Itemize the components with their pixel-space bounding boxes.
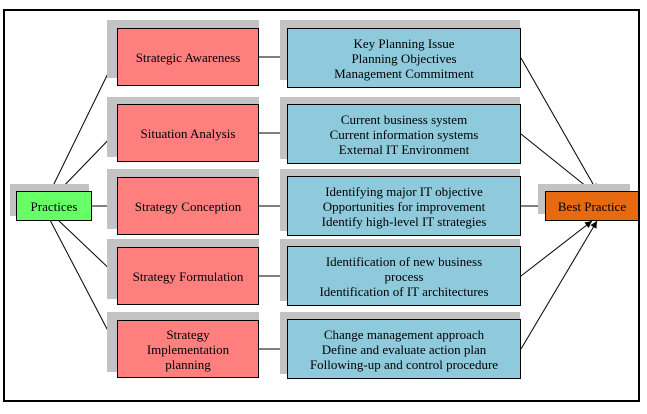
detail-text: Identifying major IT objective Opportuni… bbox=[321, 183, 487, 229]
arrow-detail4-to-best bbox=[520, 220, 593, 277]
arrow-practices-to-awareness bbox=[49, 54, 118, 193]
detail-text: Current business system Current informat… bbox=[329, 111, 479, 157]
detail-box-formulation: Identification of new business process I… bbox=[287, 246, 521, 306]
detail-text: Change management approach Define and ev… bbox=[309, 326, 499, 372]
strategy-label: Strategy Conception bbox=[134, 198, 242, 214]
detail-box-situation: Current business system Current informat… bbox=[287, 104, 521, 164]
arrow-detail2-to-best bbox=[520, 133, 593, 192]
strategy-box-formulation: Strategy Formulation bbox=[117, 247, 259, 305]
arrow-detail5-to-best bbox=[520, 220, 598, 350]
strategy-label: Strategic Awareness bbox=[135, 49, 241, 65]
strategy-box-awareness: Strategic Awareness bbox=[117, 28, 259, 86]
strategy-label: Strategy Implementation planning bbox=[146, 326, 230, 372]
practices-label: Practices bbox=[30, 198, 78, 214]
strategy-box-implementation: Strategy Implementation planning bbox=[117, 320, 259, 378]
best-practice-node: Best Practice bbox=[545, 191, 639, 221]
detail-text: Identification of new business process I… bbox=[319, 253, 489, 299]
strategy-label: Strategy Formulation bbox=[132, 268, 244, 284]
arrow-practices-to-implementation bbox=[49, 219, 118, 349]
strategy-label: Situation Analysis bbox=[140, 125, 236, 141]
diagram-frame bbox=[3, 9, 640, 402]
best-practice-label: Best Practice bbox=[557, 198, 627, 214]
detail-text: Key Planning Issue Planning Objectives M… bbox=[334, 35, 474, 81]
arrow-detail1-to-best bbox=[520, 57, 598, 192]
detail-box-awareness: Key Planning Issue Planning Objectives M… bbox=[287, 28, 521, 88]
strategy-box-conception: Strategy Conception bbox=[117, 177, 259, 235]
detail-box-conception: Identifying major IT objective Opportuni… bbox=[287, 176, 521, 236]
strategy-box-situation: Situation Analysis bbox=[117, 104, 259, 162]
detail-box-implementation: Change management approach Define and ev… bbox=[287, 319, 521, 379]
practices-node: Practices bbox=[16, 191, 92, 221]
